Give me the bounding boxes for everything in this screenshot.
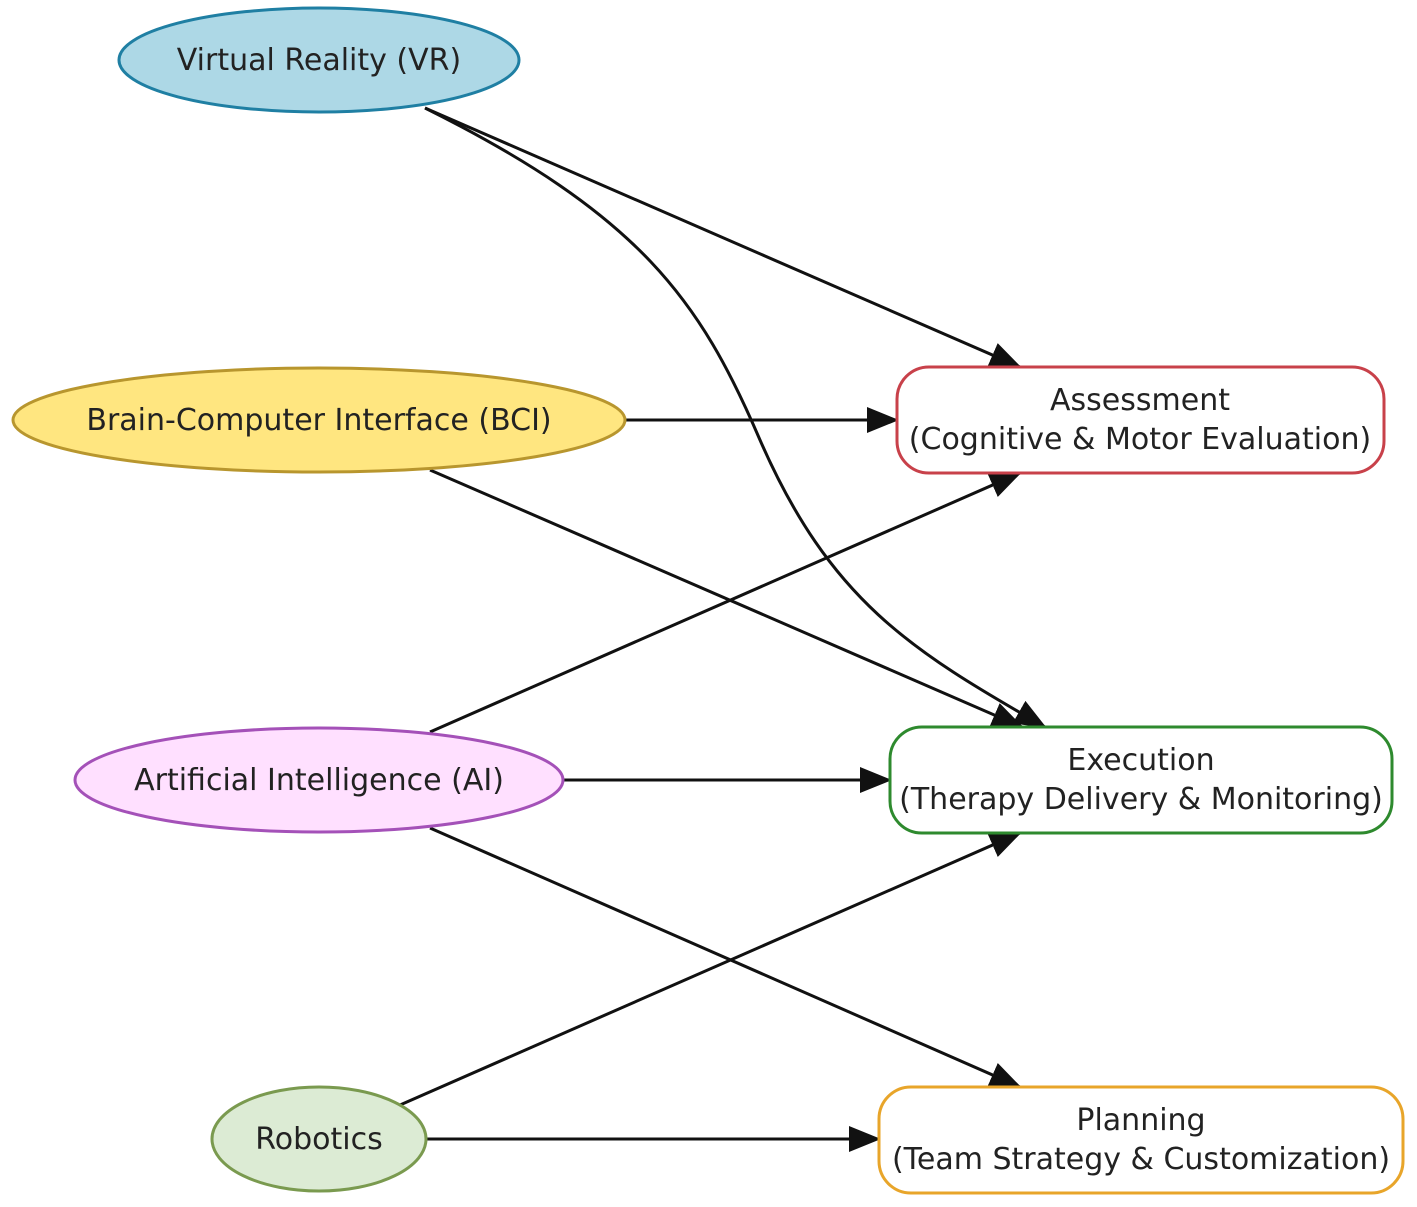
- node-ai[interactable]: Artificial Intelligence (AI): [73, 726, 565, 834]
- node-execution[interactable]: Execution (Therapy Delivery & Monitoring…: [888, 725, 1394, 835]
- node-planning-title: Planning: [1076, 1103, 1205, 1138]
- node-assessment-subtitle: (Cognitive & Motor Evaluation): [909, 422, 1371, 457]
- node-assessment[interactable]: Assessment (Cognitive & Motor Evaluation…: [895, 365, 1386, 475]
- node-robotics-label: Robotics: [255, 1122, 382, 1157]
- nodes: Virtual Reality (VR) Brain-Computer Inte…: [11, 6, 1405, 1195]
- node-execution-shape: [888, 725, 1394, 835]
- edge-ai-to-assessment: [429, 471, 1022, 734]
- node-vr-label: Virtual Reality (VR): [177, 43, 461, 78]
- node-assessment-shape: [895, 365, 1386, 475]
- node-bci-label: Brain-Computer Interface (BCI): [86, 403, 551, 438]
- node-execution-subtitle: (Therapy Delivery & Monitoring): [899, 782, 1383, 817]
- node-vr-shape: [117, 6, 521, 114]
- edge-robotics-to-execution: [399, 831, 1022, 1107]
- node-planning-shape: [877, 1085, 1405, 1195]
- node-planning-subtitle: (Team Strategy & Customization): [892, 1142, 1390, 1177]
- edge-vr-to-execution: [424, 106, 1047, 729]
- node-bci-shape: [11, 366, 627, 474]
- node-execution-title: Execution: [1067, 743, 1214, 778]
- node-planning[interactable]: Planning (Team Strategy & Customization): [877, 1085, 1405, 1195]
- node-robotics[interactable]: Robotics: [210, 1085, 428, 1193]
- edges: [399, 106, 1047, 1152]
- node-vr[interactable]: Virtual Reality (VR): [117, 6, 521, 114]
- node-ai-label: Artificial Intelligence (AI): [134, 763, 504, 798]
- edge-ai-to-planning: [429, 826, 1022, 1089]
- edge-vr-to-assessment: [424, 106, 1022, 369]
- node-ai-shape: [73, 726, 565, 834]
- node-robotics-shape: [210, 1085, 428, 1193]
- edge-bci-to-execution: [429, 468, 1024, 729]
- node-assessment-title: Assessment: [1050, 383, 1230, 418]
- node-bci[interactable]: Brain-Computer Interface (BCI): [11, 366, 627, 474]
